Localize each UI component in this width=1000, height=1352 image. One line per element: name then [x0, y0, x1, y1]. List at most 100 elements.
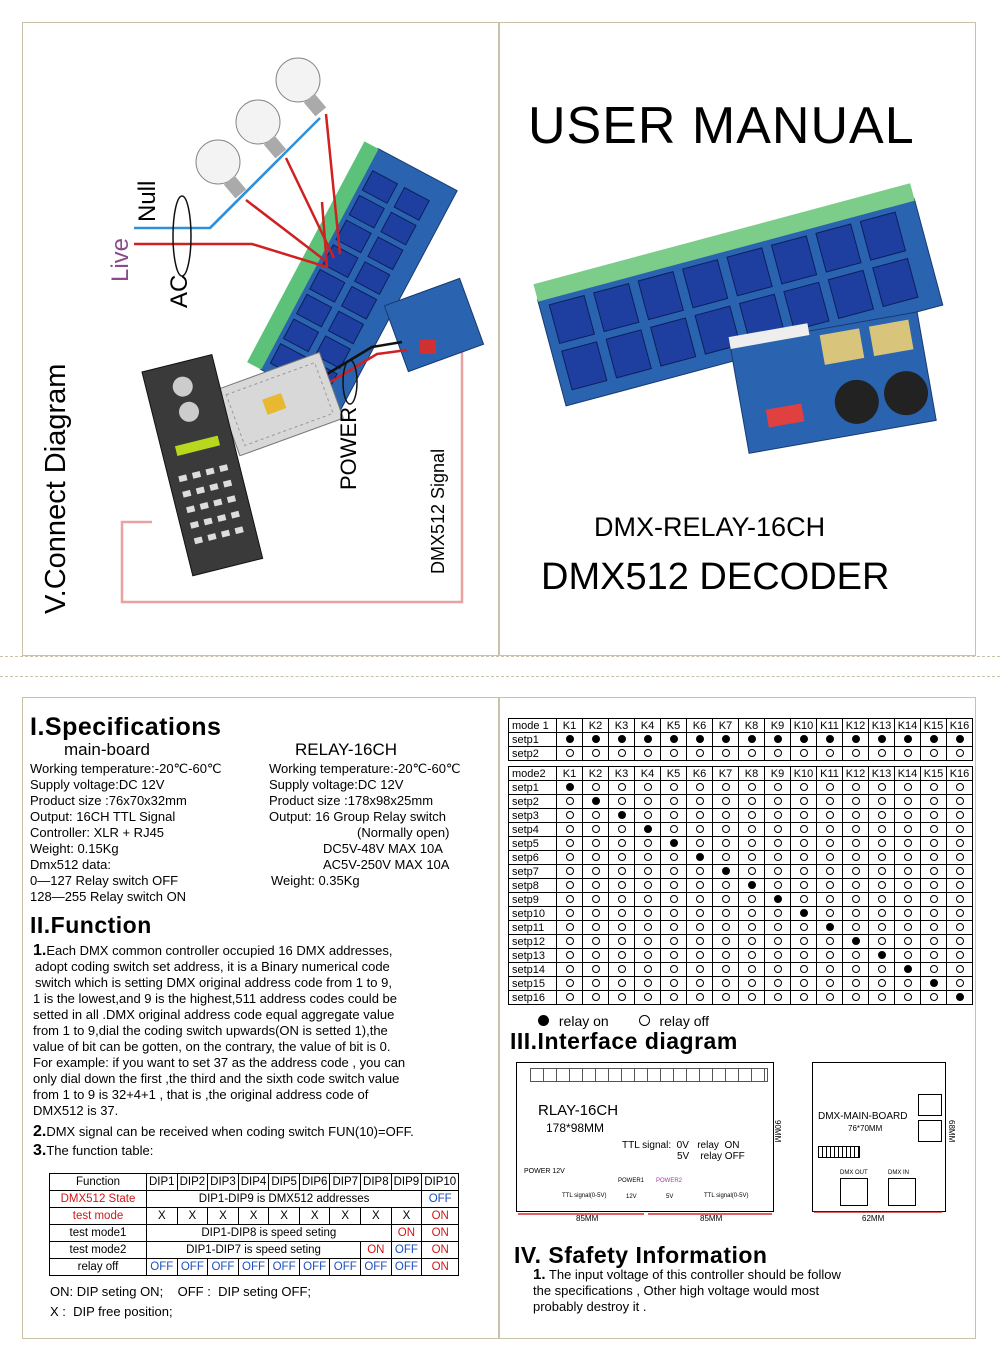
- relay-off-icon: [643, 964, 652, 973]
- relay-off-icon: [877, 936, 886, 945]
- relay-on-icon: [643, 824, 652, 833]
- relay-off-icon: [638, 1015, 650, 1026]
- relay-on-icon: [747, 734, 756, 743]
- relay-off-icon: [617, 908, 626, 917]
- channel-header: K1: [556, 718, 583, 733]
- function-paragraph-1: 1.Each DMX common controller occupied 16…: [33, 942, 406, 1119]
- relay-off-icon: [903, 824, 912, 833]
- relay-off-icon: [929, 922, 938, 931]
- relay-off-icon: [955, 908, 964, 917]
- relay-off-icon: [591, 810, 600, 819]
- relay-off-icon: [851, 880, 860, 889]
- main-board-size: 76*70MM: [848, 1124, 883, 1133]
- relay-off-icon: [721, 880, 730, 889]
- relay-on-icon: [538, 1015, 549, 1026]
- relay-off-icon: [721, 922, 730, 931]
- relay-off-icon: [799, 782, 808, 791]
- relay-off-icon: [929, 964, 938, 973]
- relay-off-icon: [851, 782, 860, 791]
- bottom-right-panel: [498, 697, 976, 1339]
- relay-off-icon: [591, 866, 600, 875]
- relay-off-icon: [721, 950, 730, 959]
- relay-off-icon: [799, 992, 808, 1001]
- relay-off-icon: [851, 908, 860, 917]
- relay-off-icon: [591, 824, 600, 833]
- relay-off-icon: [669, 782, 678, 791]
- relay-off-icon: [877, 880, 886, 889]
- specifications-title: I.Specifications: [30, 713, 222, 741]
- power1-label: POWER1: [618, 1178, 645, 1184]
- channel-header: K10: [790, 766, 817, 781]
- relay-off-icon: [565, 922, 574, 931]
- mode-label: mode2: [508, 766, 557, 781]
- bottom-left-panel: [22, 697, 500, 1339]
- table-row: setp5: [508, 836, 973, 851]
- relay-off-icon: [617, 824, 626, 833]
- table-row: setp12: [508, 934, 973, 949]
- relay-off-icon: [825, 936, 834, 945]
- relay-off-icon: [591, 950, 600, 959]
- relay-off-icon: [643, 782, 652, 791]
- fold-line-bottom: [0, 676, 1000, 677]
- relay-legend: relay on relay off: [538, 1013, 709, 1029]
- relay-off-icon: [747, 908, 756, 917]
- dim-85mm-a: 85MM: [576, 1214, 599, 1223]
- live-label: Live: [107, 237, 134, 282]
- relay-on-icon: [877, 950, 886, 959]
- relay-on-icon: [825, 734, 834, 743]
- relay-off-icon: [565, 908, 574, 917]
- table-row: setp11: [508, 920, 973, 935]
- relay-off-icon: [773, 782, 782, 791]
- power-label: POWER: [336, 406, 361, 490]
- relay-off-icon: [617, 866, 626, 875]
- channel-header: K15: [920, 766, 947, 781]
- relay-off-icon: [695, 950, 704, 959]
- channel-header: K7: [712, 766, 739, 781]
- channel-header: K8: [738, 766, 765, 781]
- relay-off-icon: [643, 852, 652, 861]
- relay-off-icon: [669, 810, 678, 819]
- relay-off-icon: [617, 978, 626, 987]
- table-row: setp1: [508, 780, 973, 795]
- relay-off-icon: [955, 880, 964, 889]
- main-board-label: DMX-MAIN-BOARD: [818, 1111, 908, 1122]
- relay-off-icon: [721, 748, 730, 757]
- relay-16ch-heading: RELAY-16CH: [295, 740, 398, 759]
- relay-off-icon: [721, 838, 730, 847]
- relay-off-icon: [669, 880, 678, 889]
- ac-label: AC: [166, 274, 193, 308]
- relay-off-icon: [591, 908, 600, 917]
- table-row: setp3: [508, 808, 973, 823]
- relay-off-icon: [669, 922, 678, 931]
- channel-header: K12: [842, 766, 869, 781]
- relay-off-icon: [825, 782, 834, 791]
- relay-off-icon: [851, 866, 860, 875]
- relay-off-icon: [877, 992, 886, 1001]
- channel-header: K16: [946, 766, 973, 781]
- relay-off-icon: [773, 992, 782, 1001]
- relay-off-icon: [695, 810, 704, 819]
- relay-off-icon: [851, 796, 860, 805]
- relay-off-icon: [929, 810, 938, 819]
- channel-header: K11: [816, 766, 843, 781]
- relay-off-icon: [747, 824, 756, 833]
- step-label: setp1: [508, 780, 557, 795]
- relay-off-icon: [799, 810, 808, 819]
- channel-header: K8: [738, 718, 765, 733]
- channel-header: K9: [764, 766, 791, 781]
- relay-on-icon: [851, 734, 860, 743]
- relay-off-icon: [721, 824, 730, 833]
- relay-off-icon: [773, 824, 782, 833]
- channel-header: K14: [894, 718, 921, 733]
- relay-off-icon: [877, 796, 886, 805]
- step-label: setp12: [508, 934, 557, 949]
- ttl-signal-line-2: 5V relay OFF: [677, 1151, 745, 1162]
- relay-off-icon: [799, 838, 808, 847]
- relay-off-icon: [773, 978, 782, 987]
- relay-off-icon: [617, 796, 626, 805]
- relay-off-icon: [929, 748, 938, 757]
